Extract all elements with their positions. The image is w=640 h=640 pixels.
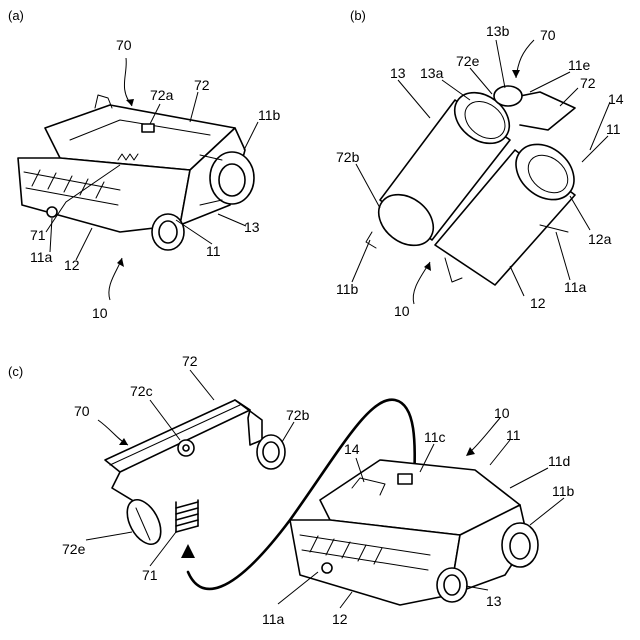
ref-b-13: 13 xyxy=(390,65,406,81)
ref-b-14: 14 xyxy=(608,91,624,107)
ref-c-72b: 72b xyxy=(286,407,310,423)
ref-a-70: 70 xyxy=(116,37,132,53)
ref-c-71: 71 xyxy=(142,567,158,583)
device-10-view-c xyxy=(290,460,538,605)
ref-c-10: 10 xyxy=(494,405,510,421)
ref-a-10: 10 xyxy=(92,305,108,321)
ref-b-11a: 11a xyxy=(564,279,587,295)
ref-b-13a: 13a xyxy=(420,65,444,81)
ref-c-11d: 11d xyxy=(548,453,570,469)
ref-c-72: 72 xyxy=(182,353,198,369)
ref-c-13: 13 xyxy=(486,593,502,609)
ref-a-72a: 72a xyxy=(150,87,174,103)
ref-a-13: 13 xyxy=(244,219,260,235)
ref-b-10: 10 xyxy=(394,303,410,319)
ref-c-14: 14 xyxy=(344,441,360,457)
ref-b-72: 72 xyxy=(580,75,596,91)
ref-b-72b: 72b xyxy=(336,149,360,165)
panel-b: (b) xyxy=(336,8,624,319)
ref-a-11: 11 xyxy=(206,243,221,259)
ref-a-12: 12 xyxy=(64,257,80,273)
panel-c: (c) xyxy=(8,353,575,627)
ref-b-13b: 13b xyxy=(486,23,510,39)
ref-b-72e: 72e xyxy=(456,53,480,69)
spring-71 xyxy=(176,500,198,532)
ref-b-12: 12 xyxy=(530,295,546,311)
ref-c-70: 70 xyxy=(74,403,90,419)
ref-a-72: 72 xyxy=(194,77,210,93)
device-10-view-b xyxy=(366,82,585,285)
ref-c-11: 11 xyxy=(506,427,521,443)
ref-c-72c: 72c xyxy=(130,383,153,399)
panel-a: (a) xyxy=(8,8,281,321)
ref-b-11e: 11e xyxy=(568,57,591,73)
ref-c-72e: 72e xyxy=(62,541,86,557)
ref-b-70: 70 xyxy=(540,27,556,43)
ref-b-11: 11 xyxy=(606,121,621,137)
ref-a-71: 71 xyxy=(30,227,46,243)
ref-c-11c: 11c xyxy=(424,429,446,445)
ref-b-12a: 12a xyxy=(588,231,612,247)
ref-c-12: 12 xyxy=(332,611,348,627)
ref-b-11b: 11b xyxy=(336,281,359,297)
panel-c-label: (c) xyxy=(8,364,23,379)
ref-c-11b: 11b xyxy=(552,483,575,499)
panel-a-label: (a) xyxy=(8,8,24,23)
ref-c-11a: 11a xyxy=(262,611,285,627)
ref-a-11b: 11b xyxy=(258,107,281,123)
ref-a-11a: 11a xyxy=(30,249,53,265)
panel-b-label: (b) xyxy=(350,8,366,23)
device-10-view-a xyxy=(18,95,254,250)
